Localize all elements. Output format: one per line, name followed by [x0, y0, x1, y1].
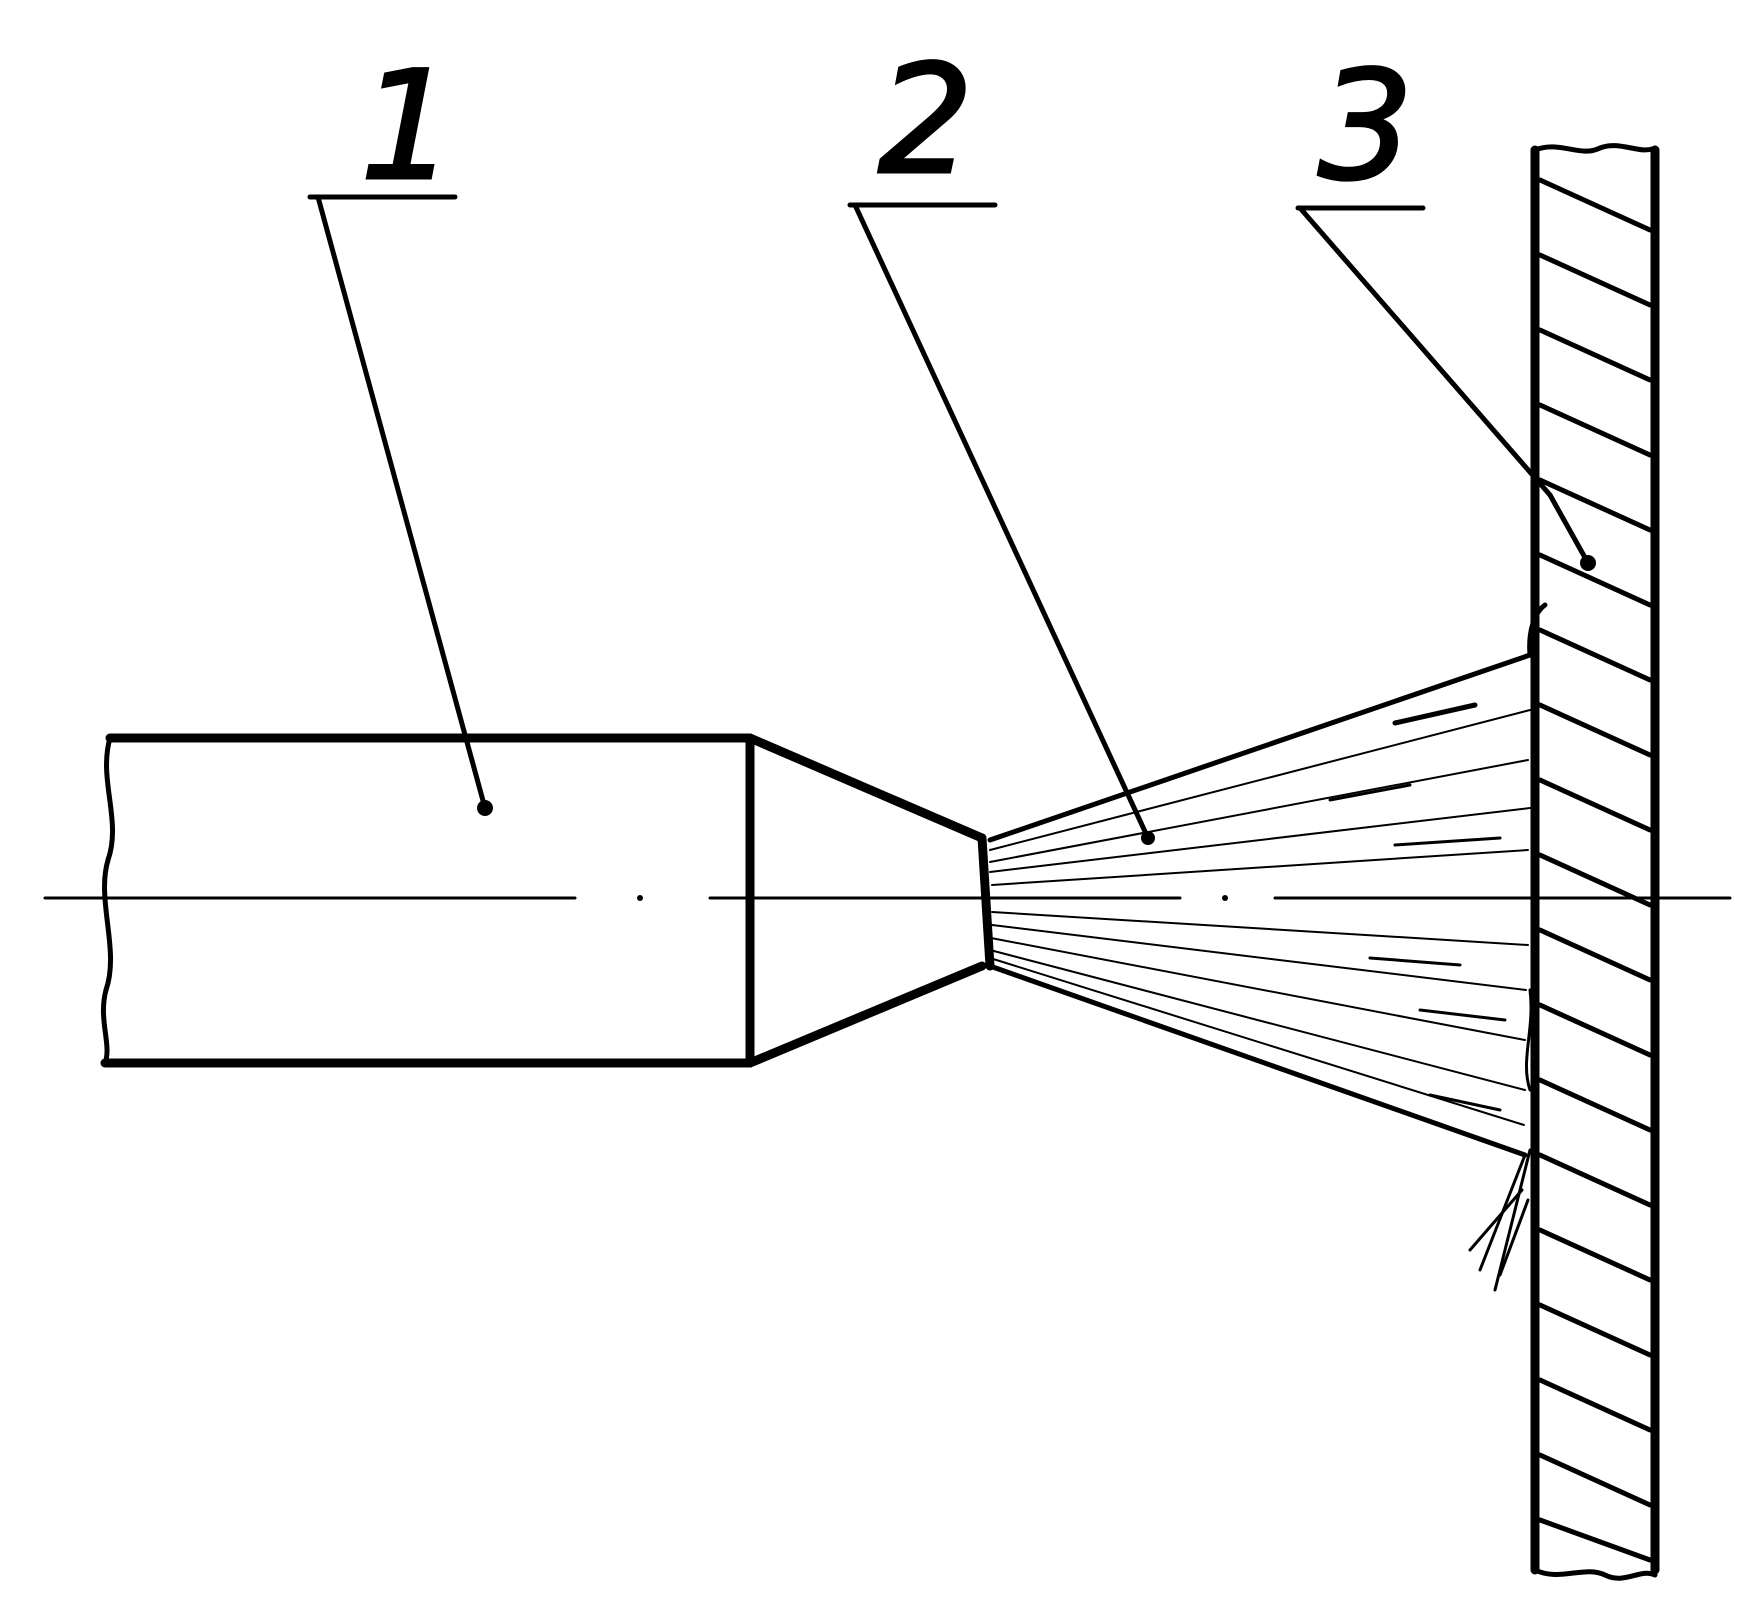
label-2: 2	[878, 34, 973, 208]
spray-jet	[987, 602, 1548, 1292]
centerline	[43, 895, 1732, 901]
label-1: 1	[360, 40, 455, 214]
label-3: 3	[1318, 40, 1413, 214]
leader-line-2	[847, 202, 1155, 845]
leader-line-3	[1295, 205, 1596, 571]
substrate-wall	[1530, 143, 1660, 1581]
nozzle-body	[100, 733, 995, 1068]
leader-line-1	[307, 194, 493, 816]
